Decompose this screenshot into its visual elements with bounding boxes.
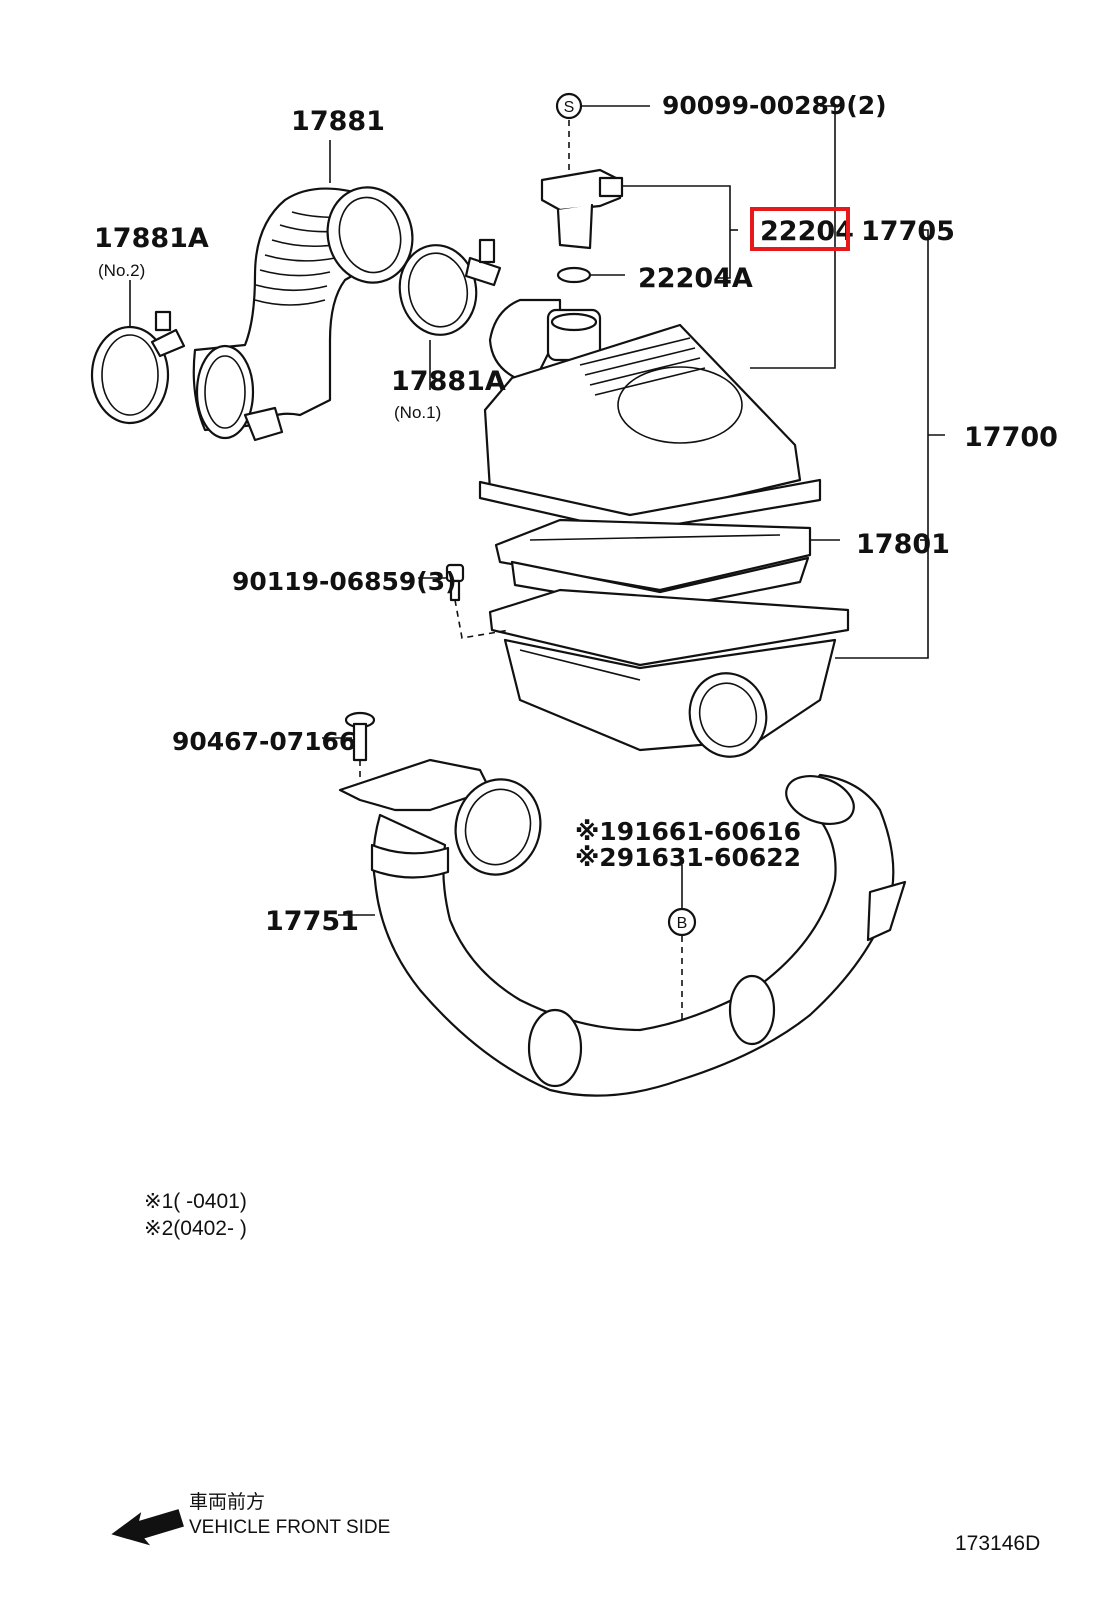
label-90467-07166[interactable]: 90467-07166 [172, 727, 356, 756]
inlet-17751[interactable] [338, 758, 907, 1097]
svg-text:B: B [677, 915, 688, 932]
label-17881[interactable]: 17881 [291, 106, 385, 137]
label-291631-60622[interactable]: ※291631-60622 [575, 843, 801, 872]
b-marker: B [667, 907, 697, 937]
label-90119-06859[interactable]: 90119-06859(3) [232, 567, 457, 596]
label-17881a-no2[interactable]: 17881A [94, 223, 209, 254]
bolt-90467[interactable] [344, 711, 376, 780]
air-cleaner-case[interactable] [488, 588, 850, 765]
label-17700[interactable]: 17700 [964, 422, 1058, 453]
label-no1: (No.1) [394, 403, 441, 422]
air-cleaner-cap-17705[interactable] [478, 298, 822, 534]
label-no2: (No.2) [98, 261, 145, 280]
label-17881a-no1[interactable]: 17881A [391, 366, 506, 397]
air-flow-meter-22204[interactable] [540, 168, 624, 250]
label-22204[interactable]: 22204 [760, 216, 854, 247]
clamp-17881a-no1[interactable] [393, 238, 502, 341]
label-191661-60616[interactable]: ※191661-60616 [575, 817, 801, 846]
screw-90099[interactable]: S [555, 92, 583, 170]
note-2: ※2(0402- ) [144, 1217, 247, 1240]
label-17705[interactable]: 17705 [861, 216, 955, 247]
bolt-90119[interactable] [445, 563, 511, 639]
leader-lines [129, 105, 945, 1020]
o-ring-22204a[interactable] [556, 266, 592, 284]
highlight-box-22204 [750, 207, 850, 251]
drawing-number: 173146D [955, 1532, 1040, 1555]
clamp-17881a-no2[interactable] [90, 310, 186, 425]
label-22204a[interactable]: 22204A [638, 263, 753, 294]
note-1: ※1( -0401) [144, 1190, 247, 1213]
label-17751[interactable]: 17751 [265, 906, 359, 937]
s-marker: S [564, 99, 575, 116]
direction-label-en: VEHICLE FRONT SIDE [189, 1517, 390, 1538]
label-17801[interactable]: 17801 [856, 529, 950, 560]
hose-17881[interactable] [192, 178, 423, 442]
vehicle-front-arrow-icon [111, 1509, 184, 1546]
direction-label-jp: 車両前方 [189, 1491, 265, 1513]
label-90099-00289[interactable]: 90099-00289(2) [662, 91, 887, 120]
